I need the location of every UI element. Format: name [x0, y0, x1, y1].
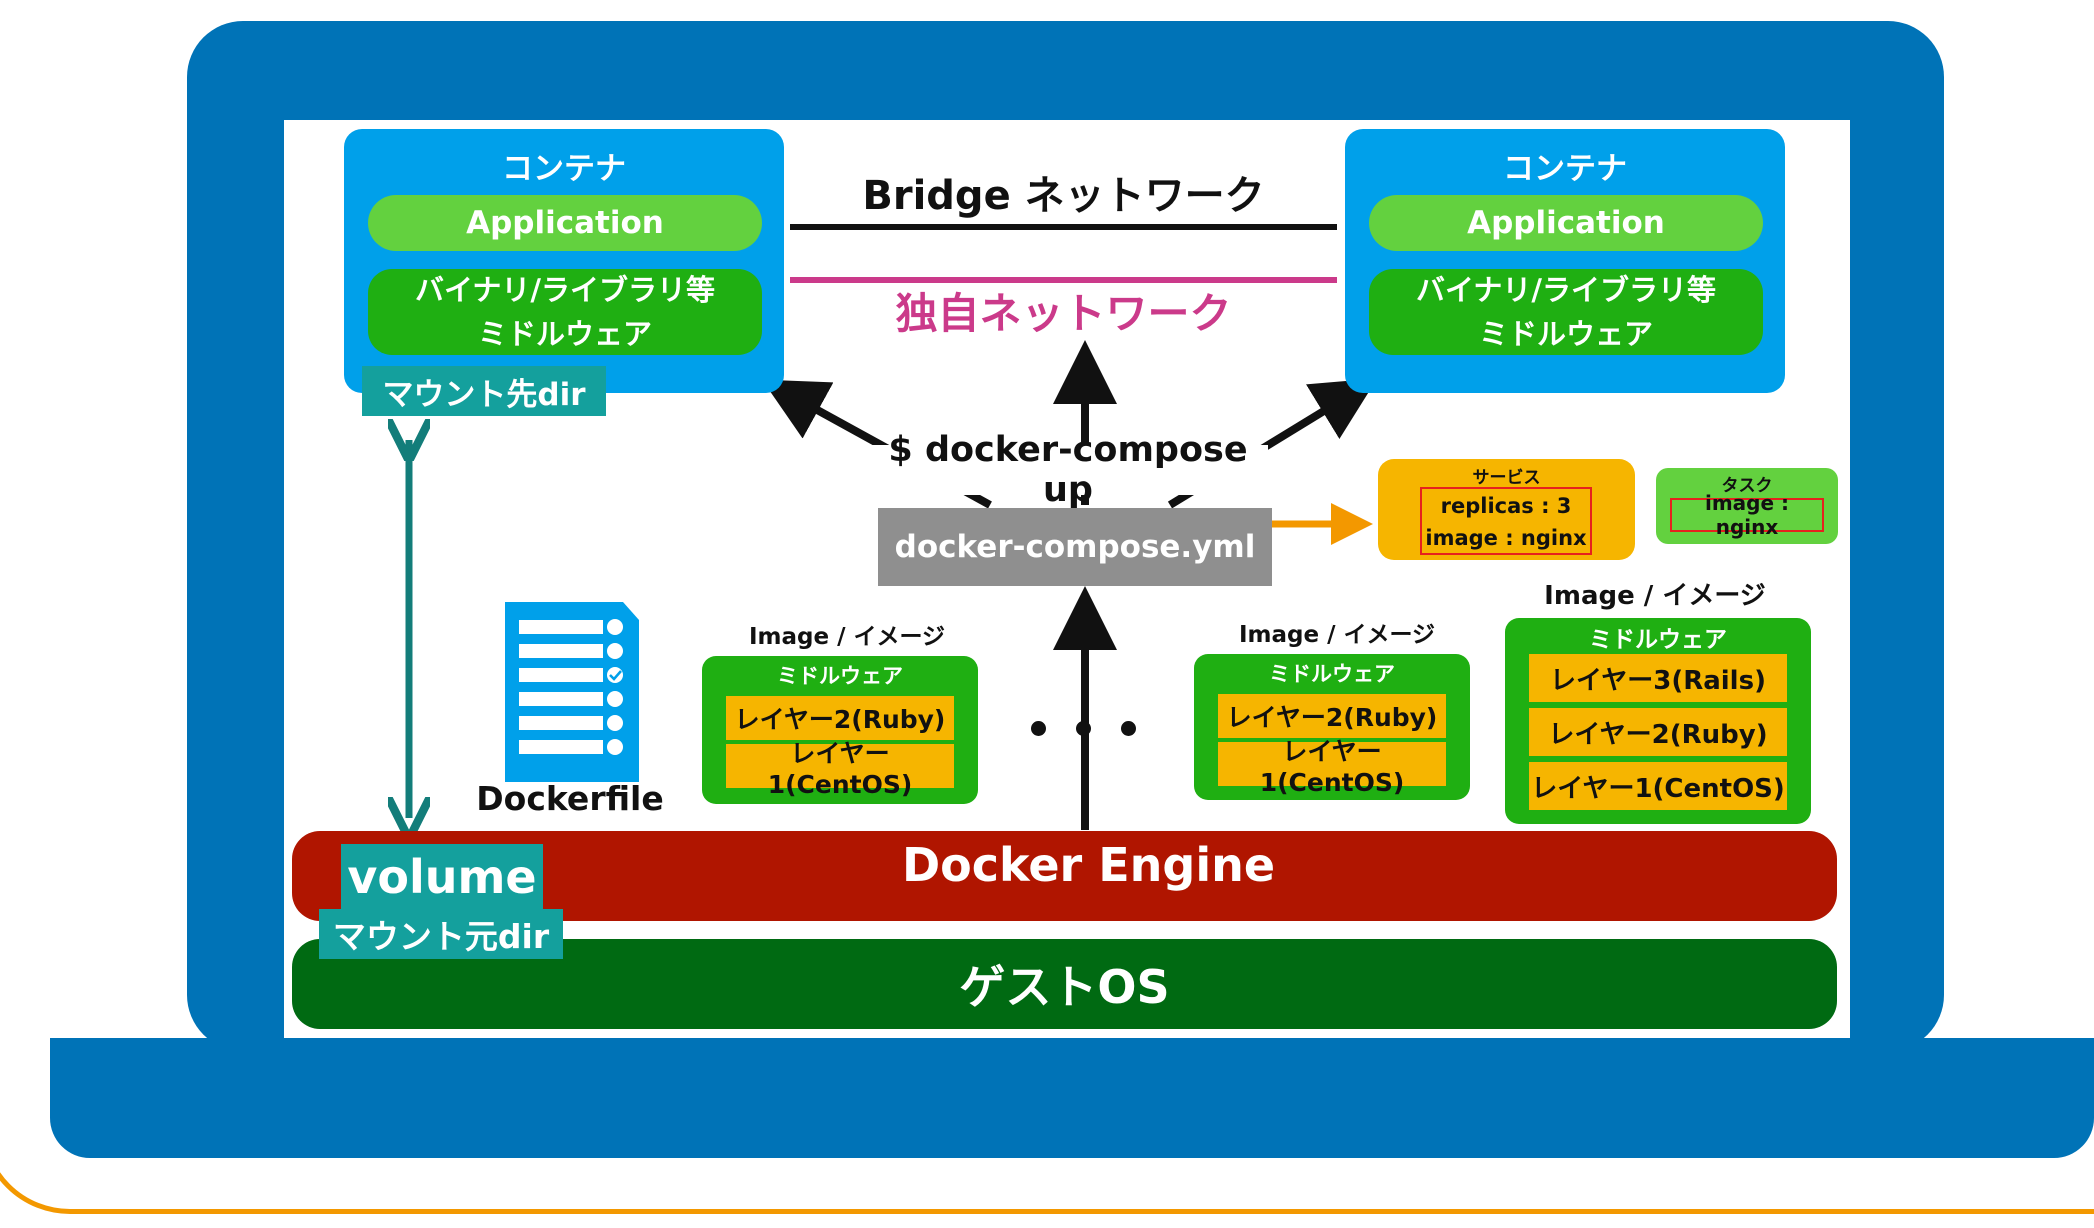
layer-ruby: レイヤー2(Ruby)	[726, 696, 954, 740]
layer-centos: レイヤー1(CentOS)	[1529, 762, 1787, 810]
custom-network-label: 独自ネットワーク	[895, 288, 1232, 338]
compose-file-box: docker-compose.yml	[878, 508, 1272, 586]
mount-destination-dir: マウント先dir	[362, 366, 606, 416]
service-title: サービス	[1472, 467, 1541, 488]
ellipsis-dot	[1031, 721, 1046, 736]
service-replicas: replicas : 3	[1440, 494, 1572, 518]
image-block: ミドルウェア レイヤー3(Rails) レイヤー2(Ruby) レイヤー1(Ce…	[1505, 618, 1811, 824]
image-caption: Image / イメージ	[1238, 622, 1436, 648]
container-right: コンテナ Application バイナリ/ライブラリ等 ミドルウェア	[1345, 129, 1785, 393]
application-pill: Application	[368, 195, 762, 251]
binaries-libraries-label: バイナリ/ライブラリ等	[414, 273, 715, 307]
task-title: タスク	[1721, 475, 1773, 496]
image-block: ミドルウェア レイヤー2(Ruby) レイヤー1(CentOS)	[702, 656, 978, 804]
image-caption: Image / イメージ	[748, 624, 946, 650]
service-image: image : nginx	[1425, 526, 1587, 550]
service-spec-box: replicas : 3 image : nginx	[1420, 487, 1592, 555]
image-block: ミドルウェア レイヤー2(Ruby) レイヤー1(CentOS)	[1194, 654, 1470, 800]
binaries-libraries-label: バイナリ/ライブラリ等	[1415, 273, 1716, 307]
docker-engine-bar: Docker Engine	[292, 831, 1837, 921]
middleware-label: ミドルウェア	[1478, 317, 1653, 351]
application-pill: Application	[1369, 195, 1763, 251]
container-left: コンテナ Application バイナリ/ライブラリ等 ミドルウェア	[344, 129, 784, 393]
container-title: コンテナ	[502, 150, 626, 187]
mount-source-dir: マウント元dir	[319, 909, 563, 959]
task-image: image : nginx	[1670, 491, 1824, 539]
layer-centos: レイヤー1(CentOS)	[726, 739, 954, 799]
ellipsis-dot	[1076, 721, 1091, 736]
service-box: サービス replicas : 3 image : nginx	[1378, 459, 1635, 560]
dockerfile-icon	[505, 602, 639, 782]
container-title: コンテナ	[1503, 150, 1627, 187]
middleware-title: ミドルウェア	[1589, 627, 1727, 653]
image-caption: Image / イメージ	[1544, 580, 1766, 611]
laptop-base	[50, 1038, 2094, 1158]
dockerfile-label: Dockerfile	[476, 778, 664, 818]
middleware-title: ミドルウェア	[777, 664, 903, 688]
volume-label: volume	[341, 844, 543, 910]
layer-rails: レイヤー3(Rails)	[1529, 654, 1787, 702]
layer-ruby: レイヤー2(Ruby)	[1529, 708, 1787, 756]
middleware-label: ミドルウェア	[477, 317, 652, 351]
docker-engine-label: Docker Engine	[901, 838, 1276, 892]
layer-ruby: レイヤー2(Ruby)	[1218, 694, 1446, 738]
binaries-libraries-box: バイナリ/ライブラリ等 ミドルウェア	[368, 269, 762, 355]
task-box: タスク image : nginx	[1656, 468, 1838, 544]
compose-command: $ docker-compose up	[868, 430, 1268, 510]
layer-centos: レイヤー1(CentOS)	[1218, 737, 1446, 797]
binaries-libraries-box: バイナリ/ライブラリ等 ミドルウェア	[1369, 269, 1763, 355]
ellipsis-dot	[1121, 721, 1136, 736]
bridge-network-label: Bridge ネットワーク	[862, 173, 1265, 219]
middleware-title: ミドルウェア	[1269, 662, 1395, 686]
